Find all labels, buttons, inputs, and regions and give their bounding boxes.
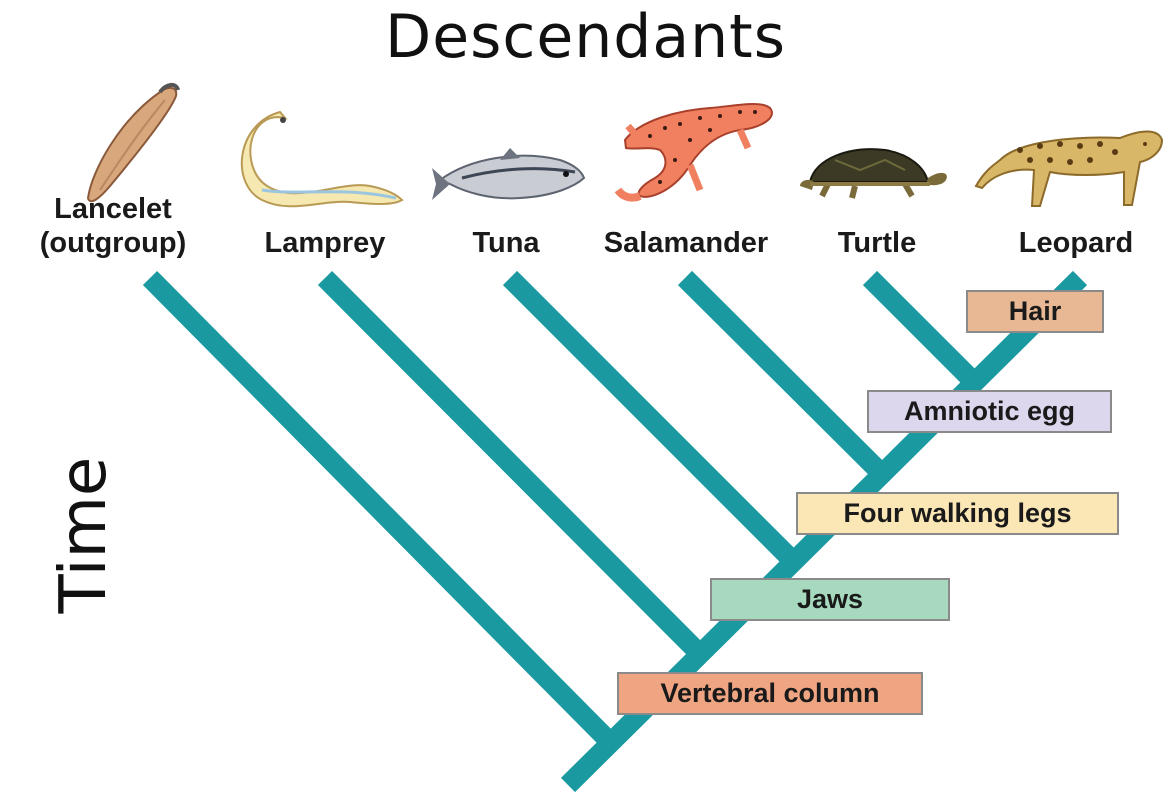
lamprey-branch <box>325 278 698 652</box>
taxon-label-lamprey: Lamprey <box>240 226 410 260</box>
turtle-branch <box>870 278 968 376</box>
taxon-label-tuna: Tuna <box>446 226 566 260</box>
tuna-icon <box>432 148 584 200</box>
trait-hair: Hair <box>966 290 1104 333</box>
trait-amniotic-egg: Amniotic egg <box>867 390 1112 433</box>
taxon-label-leopard: Leopard <box>996 226 1156 260</box>
trait-vertebral-column: Vertebral column <box>617 672 923 715</box>
lancelet-icon <box>88 85 178 201</box>
lancelet-branch <box>150 278 608 740</box>
leopard-icon <box>976 132 1162 207</box>
turtle-icon <box>800 149 947 198</box>
salamander-icon <box>618 104 772 198</box>
taxon-label-lancelet: Lancelet (outgroup) <box>8 192 218 260</box>
taxon-label-turtle: Turtle <box>812 226 942 260</box>
taxon-label-salamander: Salamander <box>580 226 792 260</box>
trait-four-walking-legs: Four walking legs <box>796 492 1119 535</box>
salamander-branch <box>685 278 878 470</box>
lamprey-icon <box>242 112 402 206</box>
trait-jaws: Jaws <box>710 578 950 621</box>
